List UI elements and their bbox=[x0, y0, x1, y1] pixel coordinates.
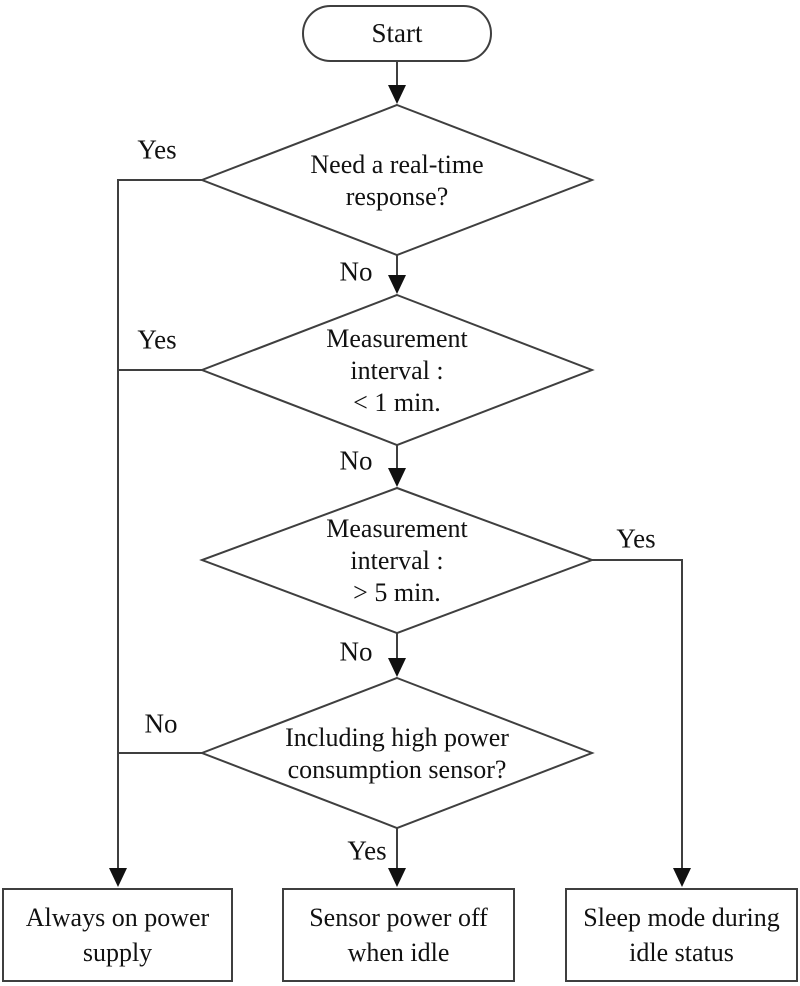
label-d3-yes: Yes bbox=[616, 523, 656, 554]
arrowhead-d3-d4 bbox=[388, 658, 406, 677]
decision-3-shape bbox=[199, 486, 595, 635]
terminal-line: idle status bbox=[629, 938, 734, 967]
terminal-line: Sleep mode during bbox=[583, 903, 780, 932]
terminal-line: supply bbox=[82, 938, 153, 967]
terminal-line: Always on power bbox=[25, 903, 210, 932]
decision-4-shape bbox=[199, 676, 595, 830]
decision-line: Including high power bbox=[285, 723, 509, 752]
decision-4-text: Including high power consumption sensor? bbox=[285, 722, 509, 786]
arrowhead-sensor-off bbox=[388, 868, 406, 887]
label-d1-no: No bbox=[339, 256, 373, 287]
edge-d3-yes-to-sleep-mode bbox=[592, 559, 683, 869]
decision-line: Measurement bbox=[326, 514, 468, 543]
decision-line: interval : bbox=[350, 546, 444, 575]
start-node: Start bbox=[302, 5, 492, 62]
decision-line: > 5 min. bbox=[353, 578, 441, 607]
label-d2-yes: Yes bbox=[137, 324, 177, 355]
terminal-line: when idle bbox=[347, 938, 450, 967]
decision-line: consumption sensor? bbox=[287, 755, 507, 784]
arrowhead-sleep-mode bbox=[673, 868, 691, 887]
label-d3-no: No bbox=[339, 636, 373, 667]
terminal-sensor-power-off: Sensor power off when idle bbox=[282, 888, 515, 982]
decision-line: interval : bbox=[350, 356, 444, 385]
edge-d1-yes-to-always-on bbox=[117, 179, 202, 869]
arrowhead-always-on bbox=[109, 868, 127, 887]
decision-2-text: Measurement interval : < 1 min. bbox=[326, 323, 468, 419]
label-d4-yes: Yes bbox=[347, 835, 387, 866]
terminal-sleep-mode: Sleep mode during idle status bbox=[565, 888, 798, 982]
label-d4-no: No bbox=[144, 708, 178, 739]
decision-3-text: Measurement interval : > 5 min. bbox=[326, 513, 468, 609]
arrowhead-d2-d3 bbox=[388, 468, 406, 487]
label-d1-yes: Yes bbox=[137, 134, 177, 165]
decision-line: < 1 min. bbox=[353, 388, 441, 417]
decision-2-shape bbox=[199, 293, 595, 447]
arrowhead-d1-d2 bbox=[388, 275, 406, 294]
decision-1-text: Need a real-time response? bbox=[310, 149, 483, 213]
terminal-always-on-power: Always on power supply bbox=[2, 888, 233, 982]
arrowhead-start-d1 bbox=[388, 85, 406, 104]
terminal-line: Sensor power off bbox=[309, 903, 488, 932]
label-d2-no: No bbox=[339, 445, 373, 476]
decision-line: Need a real-time bbox=[310, 150, 484, 179]
start-label: Start bbox=[371, 18, 423, 48]
decision-line: Measurement bbox=[326, 324, 468, 353]
decision-1-shape bbox=[199, 103, 595, 257]
decision-line: response? bbox=[345, 182, 449, 211]
